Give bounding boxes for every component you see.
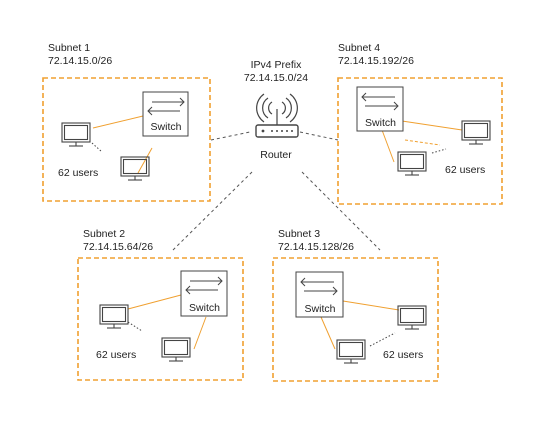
computer-icon [397, 305, 427, 330]
link [342, 300, 400, 311]
subnet-3-cidr: 72.14.15.128/26 [278, 241, 354, 253]
subnet-2-cidr: 72.14.15.64/26 [83, 241, 154, 253]
router-prefix-title: IPv4 Prefix [250, 59, 302, 71]
subnet-1-cidr: 72.14.15.0/26 [48, 55, 113, 67]
subnet-4-cidr: 72.14.15.192/26 [338, 55, 414, 67]
link-dotted [431, 148, 447, 154]
subnet-3-users: 62 users [383, 349, 424, 361]
uplink-subnet-2 [172, 171, 253, 251]
computer-icon [336, 339, 366, 364]
subnet-2-box [77, 257, 244, 381]
subnet-1-box [42, 77, 211, 202]
link [320, 316, 336, 350]
switch-arrows-icon [300, 277, 338, 296]
uplink-subnet-3 [301, 171, 381, 251]
subnet-2-devices [99, 270, 228, 362]
subnet-4-name: Subnet 4 [338, 42, 381, 54]
subnet-2-name: Subnet 2 [83, 228, 126, 240]
subnet-4-users: 62 users [445, 164, 486, 176]
link [193, 316, 207, 350]
subnet-1-name: Subnet 1 [48, 42, 91, 54]
computer-icon [120, 156, 150, 181]
link [381, 129, 395, 163]
subnet-4-box [337, 77, 503, 205]
link [401, 120, 463, 131]
subnet-3-box [272, 257, 439, 382]
router-icon [255, 93, 299, 138]
subnet-1-devices [61, 91, 189, 181]
link-dashed [404, 139, 441, 146]
subnet-4-devices [356, 86, 491, 176]
subnet-2-users: 62 users [96, 349, 137, 361]
subnet-3-devices [295, 271, 427, 364]
switch-3-label: Switch [304, 303, 336, 315]
switch-4-label: Switch [365, 117, 396, 129]
link-dotted [127, 321, 143, 332]
switch-arrows-icon [147, 97, 185, 116]
link [127, 294, 182, 310]
subnet-3-name: Subnet 3 [278, 228, 321, 240]
link-dotted [369, 332, 396, 347]
computer-icon [397, 151, 427, 176]
subnet-1-users: 62 users [58, 167, 99, 179]
computer-icon [161, 337, 191, 362]
switch-arrows-icon [361, 92, 399, 111]
uplink-subnet-1 [210, 131, 251, 141]
router-label: Router [260, 149, 292, 161]
computer-icon [461, 120, 491, 145]
link [137, 147, 153, 174]
switch-arrows-icon [185, 276, 223, 295]
computer-icon [61, 122, 91, 147]
computer-icon [99, 304, 129, 329]
switch-2-label: Switch [189, 302, 220, 314]
router-prefix: 72.14.15.0/24 [243, 72, 309, 84]
link [92, 115, 144, 129]
uplink-subnet-4 [299, 131, 339, 141]
link-dotted [91, 142, 103, 153]
switch-1-label: Switch [150, 121, 182, 133]
